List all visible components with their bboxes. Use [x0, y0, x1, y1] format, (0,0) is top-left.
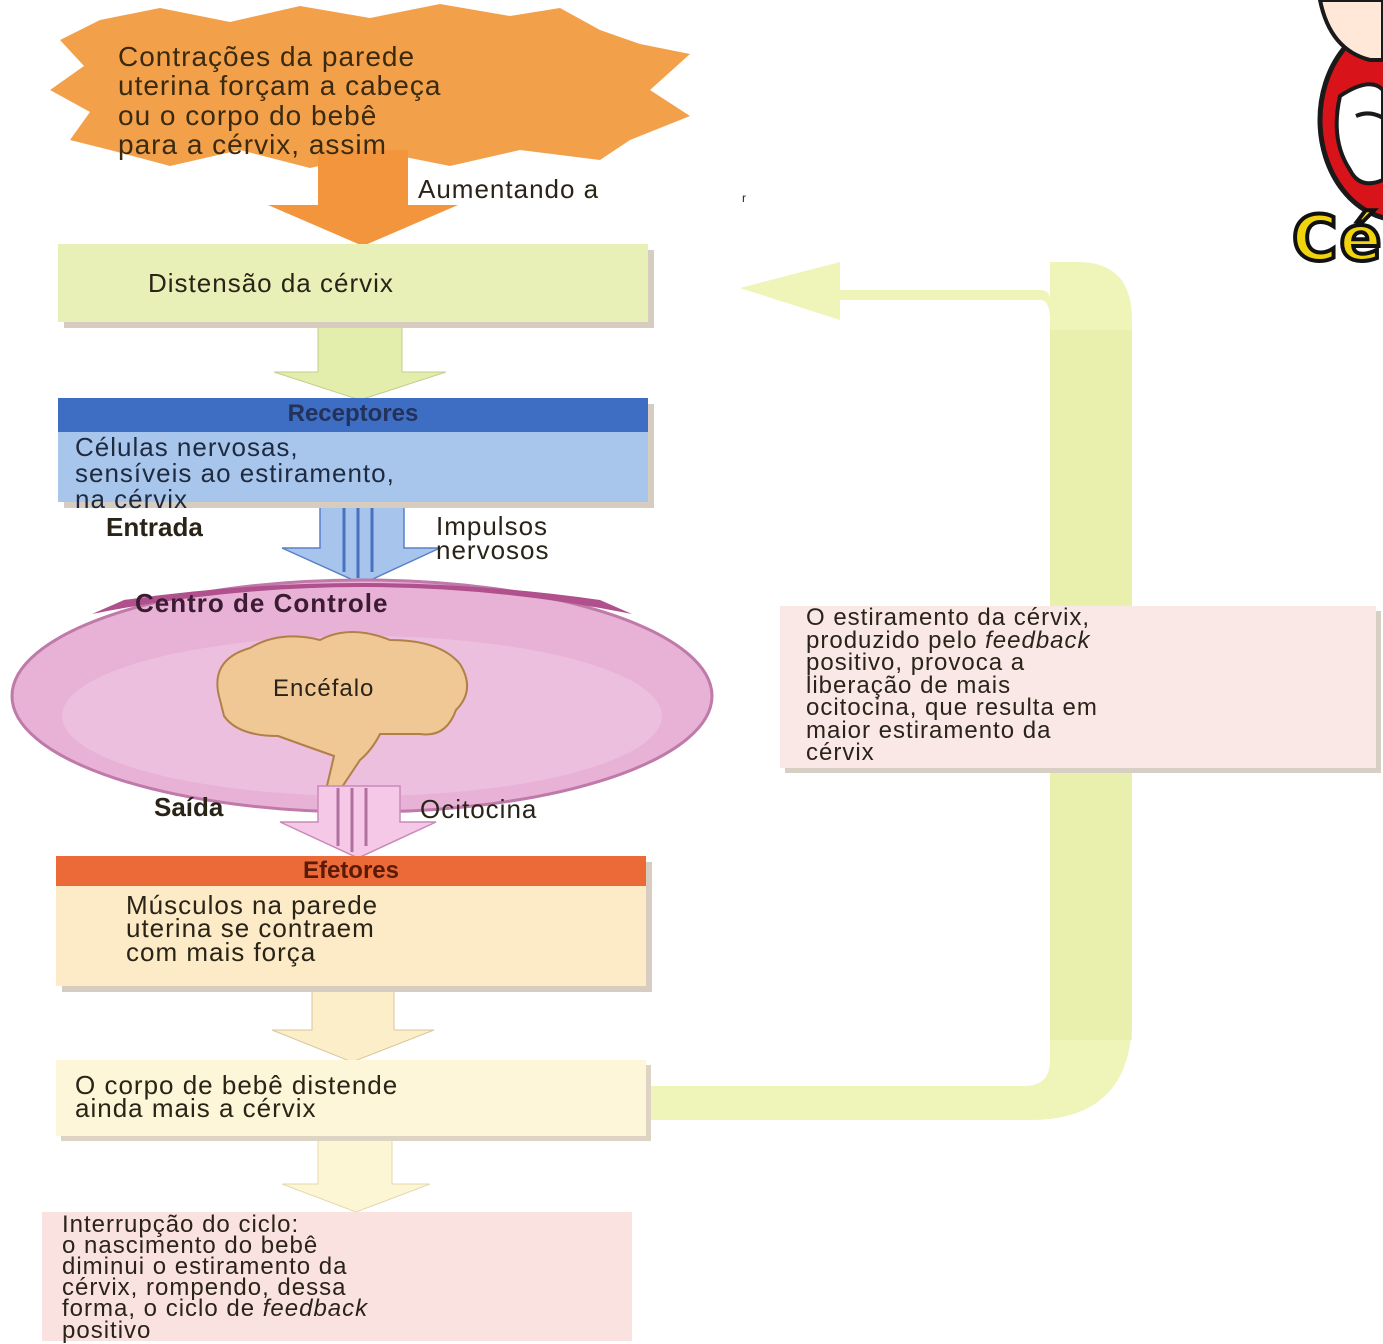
feedback-italic: feedback: [985, 626, 1091, 654]
response-text: O corpo de bebê distende ainda mais a cé…: [75, 1070, 399, 1124]
mascot-logo: [1317, 0, 1383, 221]
stimulus-starburst: [50, 4, 690, 168]
feedback-line-2-text: produzido pelo: [806, 626, 986, 654]
stimulus-arrow: [268, 150, 458, 246]
arrow-efetores-resposta: [271, 985, 435, 1063]
brain-icon: [216, 631, 468, 791]
effectors-title: Efetores: [302, 857, 400, 884]
arrow-saida: [279, 785, 437, 859]
feedback-line-7: cérvix: [806, 739, 875, 767]
input-signal: Impulsos nervosos: [436, 511, 550, 565]
arrow-saida-lines: [336, 788, 368, 852]
response-box: [56, 1060, 646, 1136]
feedback-line-5: ocitocina, que resulta em: [806, 694, 1098, 722]
control-organ-label: Encéfalo: [273, 675, 375, 702]
feedback-note-text: O estiramento da cérvix, produzido pelo …: [806, 604, 1366, 767]
feedback-line-4: liberação de mais: [806, 671, 1012, 699]
feedback-line-1: O estiramento da cérvix,: [806, 604, 1091, 631]
receptors-text: Células nervosas, sensíveis ao estiramen…: [75, 432, 395, 514]
receptors-title: Receptores: [287, 400, 419, 427]
output-signal: Ocitocina: [420, 794, 538, 824]
interruption-italic: feedback: [262, 1295, 369, 1323]
receptors-header: [58, 398, 648, 432]
arrow-entrada-lines: [342, 504, 374, 578]
interruption-box: [42, 1212, 632, 1341]
output-label: Saída: [154, 792, 224, 822]
feedback-note-box: [780, 606, 1376, 768]
feedback-line-6: maior estiramento da: [806, 716, 1052, 744]
feedback-line-2: produzido pelo feedback: [806, 626, 1366, 654]
control-center-title: Centro de Controle: [135, 588, 389, 618]
arrow-distensao-receptores: [273, 321, 447, 401]
variable-label: Distensão da cérvix: [148, 268, 394, 298]
effectors-text: Músculos na parede uterina se contraem c…: [126, 890, 379, 967]
logo-text: Cé: [1290, 202, 1383, 275]
increasing-mark: r: [742, 191, 746, 205]
feedback-line-3: positivo, provoca a: [806, 649, 1026, 677]
increasing-label: Aumentando a: [418, 174, 600, 204]
control-center-band: [92, 583, 632, 614]
arrow-resposta-interrupcao: [281, 1135, 431, 1213]
input-label: Entrada: [106, 512, 203, 542]
stimulus-text: Contrações da parede uterina forçam a ca…: [118, 41, 442, 161]
variable-box: [58, 244, 648, 322]
effectors-header: [56, 856, 646, 886]
interruption-text: Interrupção do ciclo: o nascimento do be…: [62, 1211, 369, 1344]
arrow-entrada: [281, 501, 441, 585]
